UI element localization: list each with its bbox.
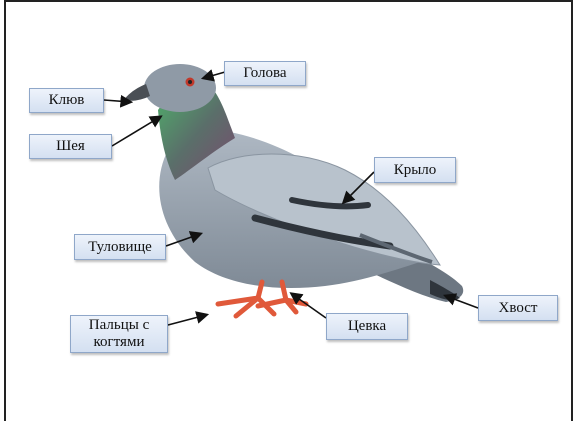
arrow-tarsus [292, 294, 326, 318]
label-tail: Хвост [478, 295, 558, 321]
label-body: Туловище [74, 234, 166, 260]
label-beak: Клюв [29, 88, 104, 113]
arrow-toes [168, 315, 206, 325]
label-tarsus: Цевка [326, 313, 408, 340]
arrow-tail [446, 296, 478, 308]
arrow-neck [112, 117, 160, 146]
label-head: Голова [224, 61, 306, 86]
label-toes: Пальцы с когтями [70, 315, 168, 353]
label-neck: Шея [29, 134, 112, 159]
pigeon-head [124, 64, 216, 112]
label-wing: Крыло [374, 157, 456, 183]
